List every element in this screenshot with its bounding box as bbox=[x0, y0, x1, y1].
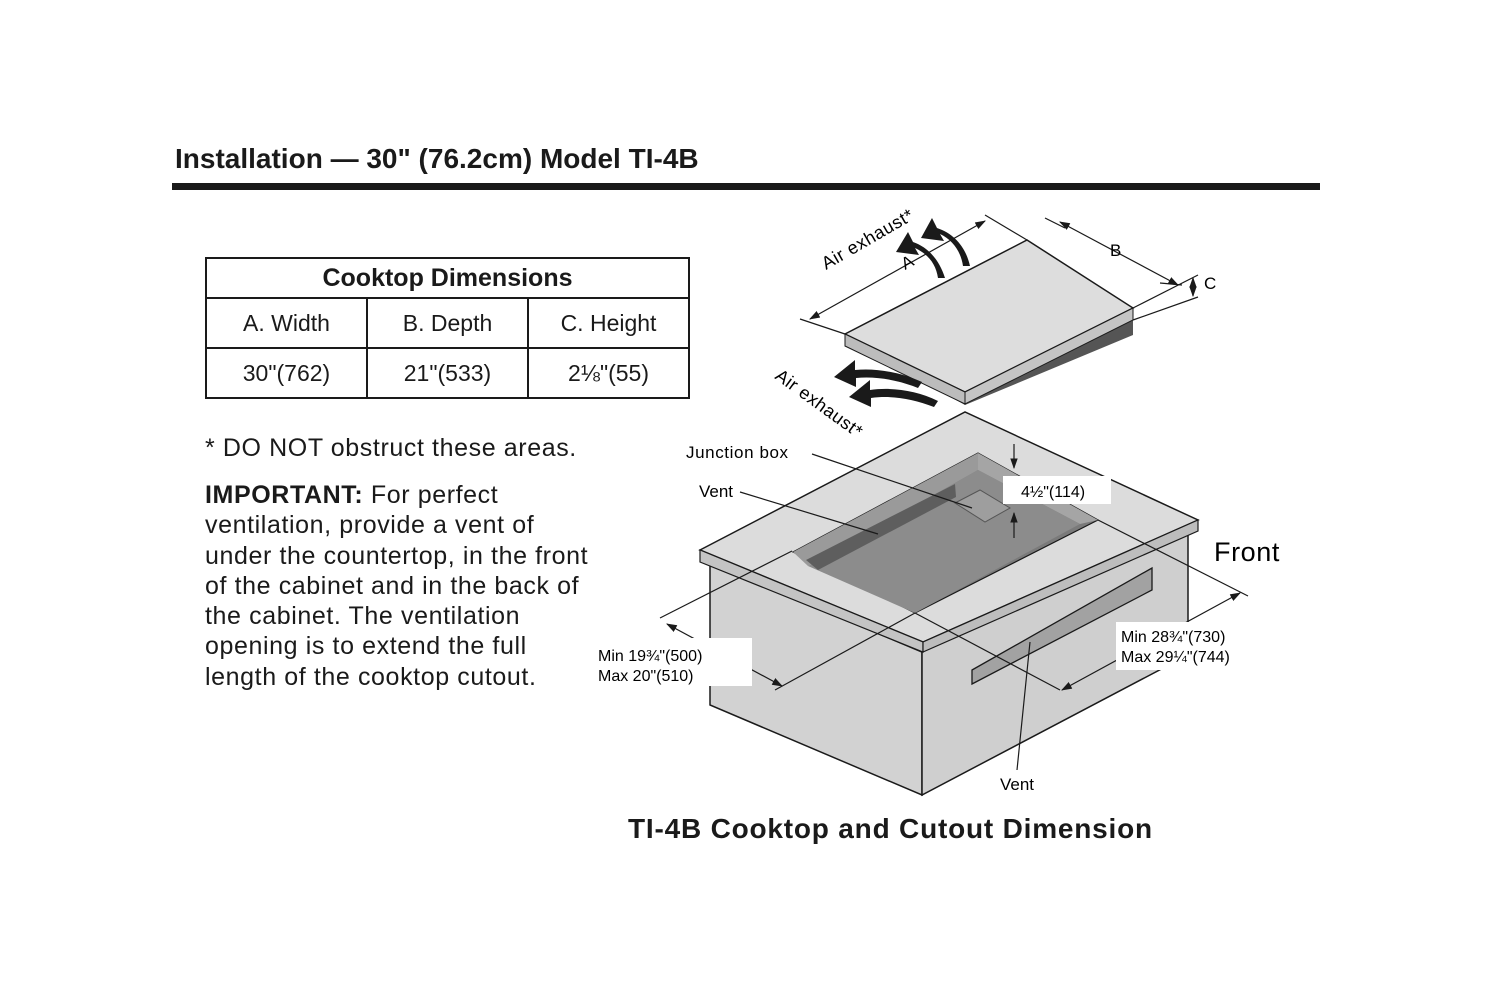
important-label: IMPORTANT: bbox=[205, 481, 364, 509]
label-b: B bbox=[1110, 241, 1121, 260]
right-dim-extension-bottom bbox=[914, 612, 1061, 691]
right-dim-extension-top bbox=[1097, 519, 1249, 597]
value-depth: 21"(533) bbox=[366, 347, 529, 399]
junction-box bbox=[953, 489, 1011, 523]
table-heading: Cooktop Dimensions bbox=[205, 257, 690, 299]
cutout-floor bbox=[808, 470, 1080, 613]
column-header-depth: B. Depth bbox=[366, 297, 529, 349]
curved-arrow-icon bbox=[921, 218, 970, 266]
right-dim-label-background bbox=[1116, 622, 1256, 670]
countertop-edge-front bbox=[922, 519, 1199, 653]
left-dim-label-background bbox=[596, 638, 752, 686]
front-label: Front bbox=[1214, 537, 1280, 567]
right-dim-min-label: Min 28¾"(730) bbox=[1121, 629, 1225, 646]
air-exhaust-side-arrows bbox=[834, 360, 938, 407]
depth-dimension-line bbox=[1059, 221, 1179, 286]
depth-label-background bbox=[1003, 476, 1111, 504]
ventilation-note: IMPORTANT: For perfect ventilation, prov… bbox=[205, 480, 605, 692]
cabinet bbox=[698, 411, 1200, 797]
junction-box-leader bbox=[811, 453, 973, 509]
curved-arrow-icon bbox=[834, 360, 922, 388]
junction-box-label: Junction box bbox=[686, 443, 789, 462]
title-rule bbox=[172, 183, 1320, 190]
width-dimension-line bbox=[809, 220, 986, 320]
cutout-vent-slot bbox=[806, 484, 956, 570]
vent-bottom-leader bbox=[1016, 641, 1031, 771]
cooktop bbox=[843, 239, 1135, 405]
column-header-height: C. Height bbox=[527, 297, 690, 349]
column-header-width: A. Width bbox=[205, 297, 368, 349]
label-c: C bbox=[1204, 274, 1216, 293]
vent-label-top: Vent bbox=[699, 482, 733, 501]
curved-arrow-icon bbox=[896, 232, 945, 278]
curved-arrow-icon bbox=[849, 380, 938, 407]
important-text: For perfect ventilation, provide a vent … bbox=[205, 481, 589, 691]
left-dim-min-label: Min 19¾"(500) bbox=[598, 648, 702, 665]
depth-dimension-label: 4½"(114) bbox=[1021, 484, 1085, 501]
left-dim-extension-bottom bbox=[774, 612, 916, 691]
label-a: A bbox=[898, 251, 918, 273]
page-title: Installation — 30" (76.2cm) Model TI-4B bbox=[175, 143, 699, 174]
cooktop-dimension-lines bbox=[799, 214, 1199, 335]
cooktop-top-surface bbox=[843, 239, 1135, 393]
right-dim-max-label: Max 29¼"(744) bbox=[1121, 649, 1230, 666]
diagram-caption: TI-4B Cooktop and Cutout Dimension bbox=[628, 813, 1153, 844]
left-dim-max-label: Max 20"(510) bbox=[598, 668, 694, 685]
vent-top-leader bbox=[739, 491, 879, 535]
value-width: 30"(762) bbox=[205, 347, 368, 399]
cutout-back-wall bbox=[793, 453, 978, 566]
value-height: 2⅛"(55) bbox=[527, 347, 690, 399]
vent-label-bottom: Vent bbox=[1000, 775, 1034, 794]
air-exhaust-top-arrows bbox=[896, 218, 970, 278]
cooktop-dimensions-table: Cooktop Dimensions A. Width B. Depth C. … bbox=[205, 257, 690, 399]
left-dim-extension-top bbox=[659, 550, 793, 619]
obstruction-warning: * DO NOT obstruct these areas. bbox=[205, 434, 577, 462]
